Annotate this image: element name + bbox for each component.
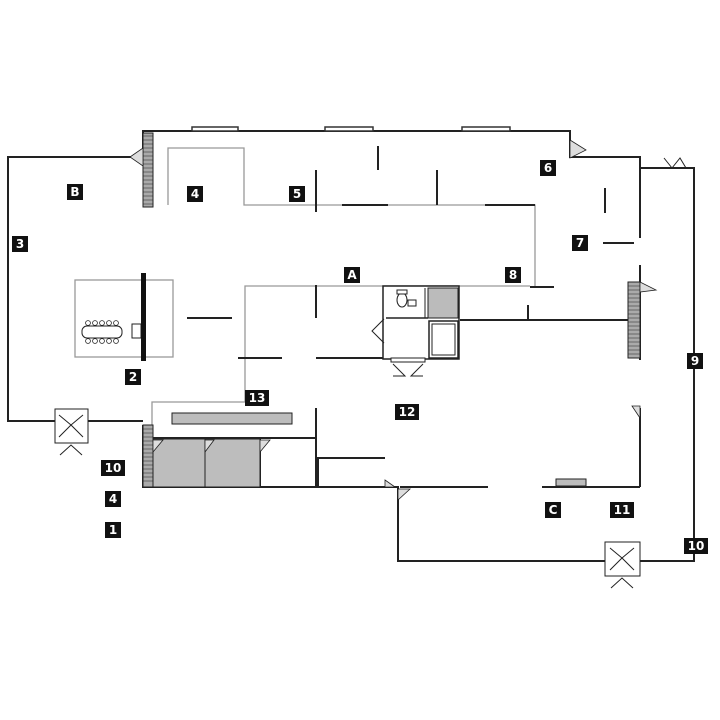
interior-walls: [143, 146, 641, 488]
svg-text:4: 4: [109, 492, 117, 506]
label-11: 11: [610, 502, 634, 518]
storage-rooms: [152, 438, 261, 488]
label-A: A: [344, 267, 360, 283]
meeting-table: [81, 320, 142, 344]
svg-text:13: 13: [249, 391, 266, 405]
svg-text:9: 9: [691, 354, 699, 368]
svg-text:A: A: [347, 268, 357, 282]
sink-icon: [407, 299, 417, 307]
label-C: C: [545, 502, 561, 518]
counter: [171, 412, 293, 425]
label-13: 13: [245, 390, 269, 406]
svg-text:6: 6: [544, 161, 552, 175]
display-wall: [141, 273, 146, 361]
door-top-right: [663, 157, 687, 169]
label-1: 1: [105, 522, 121, 538]
windows: [191, 126, 511, 132]
small-counter: [555, 478, 587, 487]
svg-text:7: 7: [576, 236, 584, 250]
bathroom-block: [382, 285, 460, 360]
svg-text:2: 2: [129, 370, 137, 384]
svg-text:5: 5: [293, 187, 301, 201]
svg-text:C: C: [549, 503, 558, 517]
entrance-door-center: [371, 318, 426, 377]
stairs: [142, 132, 641, 488]
svg-text:10: 10: [105, 461, 122, 475]
label-12: 12: [395, 404, 419, 420]
svg-text:12: 12: [399, 405, 416, 419]
label-4-top: 4: [187, 186, 203, 202]
label-9: 9: [687, 353, 703, 369]
svg-text:4: 4: [191, 187, 199, 201]
label-B: B: [67, 184, 83, 200]
svg-text:B: B: [70, 185, 79, 199]
svg-text:11: 11: [614, 503, 631, 517]
stair-bottom-left: [142, 424, 154, 488]
label-2: 2: [125, 369, 141, 385]
label-6: 6: [540, 160, 556, 176]
label-10-left: 10: [101, 460, 125, 476]
stair-right: [627, 281, 641, 359]
svg-text:1: 1: [109, 523, 117, 537]
toilet-icon: [396, 292, 408, 308]
label-7: 7: [572, 235, 588, 251]
svg-text:8: 8: [509, 268, 517, 282]
svg-text:10: 10: [688, 539, 705, 553]
label-5: 5: [289, 186, 305, 202]
area-labels: B 3 4 5 6 7 8 A 2 13 12 9 C 11 10 10 4 1: [12, 160, 708, 554]
label-10-right: 10: [684, 538, 708, 554]
label-4-left: 4: [105, 491, 121, 507]
entrance-door-bottom: [604, 541, 641, 589]
svg-text:3: 3: [16, 237, 24, 251]
door-swings: [129, 139, 658, 501]
label-3: 3: [12, 236, 28, 252]
stair-top-left: [142, 132, 154, 208]
label-8: 8: [505, 267, 521, 283]
entrance-door-left: [54, 408, 89, 456]
